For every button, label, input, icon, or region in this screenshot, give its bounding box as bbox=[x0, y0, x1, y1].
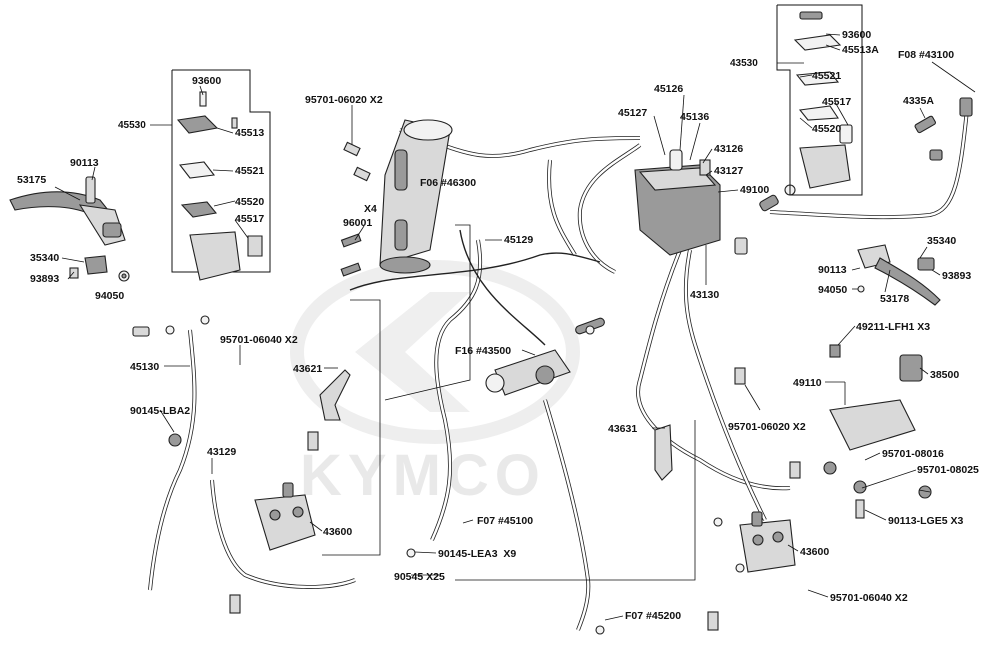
label-93893-right: 93893 bbox=[942, 270, 971, 282]
brake-caliper-icon bbox=[707, 461, 801, 631]
washer-icon bbox=[132, 315, 745, 635]
label-95701-06040-right: 95701-06040 X2 bbox=[830, 592, 908, 604]
bracket-icon bbox=[319, 344, 932, 519]
connector-icon bbox=[914, 97, 973, 161]
label-43600-right: 43600 bbox=[800, 546, 829, 558]
label-45513: 45513 bbox=[235, 127, 264, 139]
label-45530: 45530 bbox=[118, 120, 146, 131]
label-90145-lea3: 90145-LEA3 X9 bbox=[438, 548, 516, 560]
label-95701-06040-left: 95701-06040 X2 bbox=[220, 334, 298, 346]
label-43127: 43127 bbox=[714, 165, 743, 177]
abs-modulator-icon bbox=[634, 149, 796, 256]
label-x4: X4 bbox=[364, 203, 377, 215]
kymco-watermark: KYMCO bbox=[290, 260, 580, 508]
label-94050-right: 94050 bbox=[818, 284, 847, 296]
label-53175: 53175 bbox=[17, 174, 46, 186]
label-45520: 45520 bbox=[235, 196, 264, 208]
label-95701-06020-mid: 95701-06020 X2 bbox=[728, 421, 806, 433]
label-45520-right: 45520 bbox=[812, 123, 841, 135]
label-35340: 35340 bbox=[30, 252, 59, 264]
brake-lever-right-icon bbox=[857, 244, 941, 306]
label-45517-right: 45517 bbox=[822, 96, 851, 108]
label-f07-45100: F07 #45100 bbox=[477, 515, 533, 527]
label-90545: 90545 X25 bbox=[394, 571, 445, 583]
master-cylinder-kit-box-right bbox=[776, 4, 863, 196]
label-45126: 45126 bbox=[654, 83, 683, 95]
label-93600: 93600 bbox=[192, 75, 221, 87]
brake-hoses bbox=[148, 99, 970, 631]
label-96001: 96001 bbox=[343, 217, 372, 229]
label-43621: 43621 bbox=[293, 363, 322, 375]
steering-column-icon bbox=[379, 119, 453, 274]
label-43530: 43530 bbox=[730, 58, 758, 69]
label-53178: 53178 bbox=[880, 293, 909, 305]
label-95701-06020-top: 95701-06020 X2 bbox=[305, 94, 383, 106]
label-45521-right: 45521 bbox=[812, 70, 841, 82]
brake-caliper-icon bbox=[229, 431, 319, 614]
part-labels: 53175 90113 35340 93893 94050 93600 4553… bbox=[17, 29, 979, 622]
label-45130: 45130 bbox=[130, 361, 159, 373]
label-f08-43100: F08 #43100 bbox=[898, 49, 954, 61]
label-49100: 49100 bbox=[740, 184, 769, 196]
label-90113-right: 90113 bbox=[818, 264, 847, 276]
label-90113-lge5: 90113-LGE5 X3 bbox=[888, 515, 963, 527]
label-49110: 49110 bbox=[793, 377, 822, 389]
label-45513a: 45513A bbox=[842, 44, 879, 56]
label-43126: 43126 bbox=[714, 143, 743, 155]
label-43600-left: 43600 bbox=[323, 526, 352, 538]
bolt-icon bbox=[340, 141, 371, 277]
label-45521: 45521 bbox=[235, 165, 264, 177]
label-45129: 45129 bbox=[504, 234, 533, 246]
label-45517: 45517 bbox=[235, 213, 264, 225]
label-45127: 45127 bbox=[618, 107, 647, 119]
label-4335a: 4335A bbox=[903, 95, 934, 107]
rear-master-cylinder-icon bbox=[485, 317, 605, 396]
label-95701-08025: 95701-08025 bbox=[917, 464, 979, 476]
master-cylinder-kit-box-left bbox=[171, 69, 271, 281]
label-f16-43500: F16 #43500 bbox=[455, 345, 511, 357]
label-43130: 43130 bbox=[690, 289, 719, 301]
label-38500: 38500 bbox=[930, 369, 959, 381]
watermark-text: KYMCO bbox=[300, 443, 546, 508]
brake-lever-left-icon bbox=[9, 176, 130, 282]
label-f07-45200: F07 #45200 bbox=[625, 610, 681, 622]
label-43129: 43129 bbox=[207, 446, 236, 458]
label-94050: 94050 bbox=[95, 290, 124, 302]
label-45136: 45136 bbox=[680, 111, 709, 123]
label-43631: 43631 bbox=[608, 423, 637, 435]
label-35340-right: 35340 bbox=[927, 235, 956, 247]
label-95701-08016: 95701-08016 bbox=[882, 448, 944, 460]
label-93893: 93893 bbox=[30, 273, 59, 285]
label-93600-right: 93600 bbox=[842, 29, 871, 41]
label-90145-lba2: 90145-LBA2 bbox=[130, 405, 190, 417]
label-49211-lfh1: 49211-LFH1 X3 bbox=[856, 321, 930, 333]
leader-lines bbox=[54, 33, 976, 621]
label-f06-46300: F06 #46300 bbox=[420, 177, 476, 189]
label-90113: 90113 bbox=[70, 157, 99, 169]
